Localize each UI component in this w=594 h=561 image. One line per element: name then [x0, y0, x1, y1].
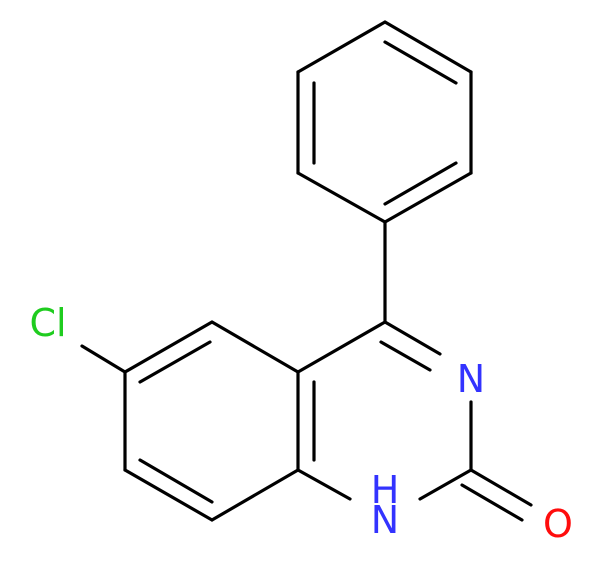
aromatic-bond — [138, 458, 214, 504]
aromatic-bond — [383, 161, 458, 206]
bond — [123, 468, 214, 522]
bond — [80, 344, 127, 374]
amine-hydrogen-label: H — [371, 468, 400, 512]
bond — [383, 171, 473, 224]
aromatic-bond — [138, 340, 212, 384]
double-bond — [379, 340, 432, 372]
oxygen-label: O — [543, 502, 573, 546]
bond — [210, 468, 300, 522]
phenyl-ring — [296, 20, 473, 224]
bond — [296, 468, 352, 501]
chlorine-label: Cl — [29, 301, 66, 345]
carbonyl-bond — [469, 468, 533, 507]
benzo-ring — [123, 320, 300, 522]
bond — [383, 320, 442, 356]
nitrogen-amine-label: N — [371, 498, 399, 542]
bond — [123, 320, 214, 374]
bond — [296, 320, 387, 374]
pyrimidinone-ring — [296, 320, 473, 501]
bond — [296, 171, 387, 224]
bond — [383, 20, 473, 74]
bond — [418, 468, 473, 501]
aromatic-bond — [383, 40, 458, 85]
carbonyl-bond — [460, 483, 524, 522]
bond — [296, 20, 387, 74]
nitrogen-imine-label: N — [457, 357, 485, 401]
bond — [210, 320, 300, 374]
